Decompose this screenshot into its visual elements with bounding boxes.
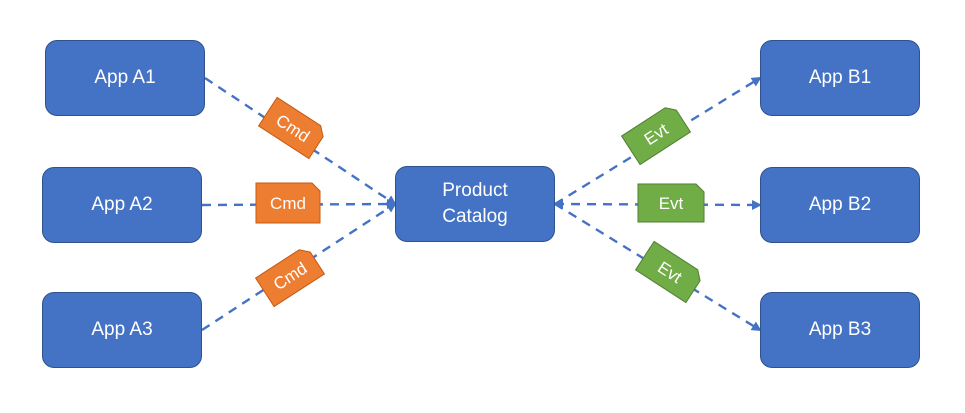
app-a1-node: App A1 bbox=[45, 40, 205, 116]
cmd-message-2: Cmd bbox=[255, 182, 321, 224]
catalog-label-line1: Product bbox=[442, 180, 508, 202]
app-b1-label: App B1 bbox=[808, 67, 872, 89]
app-b2-label: App B2 bbox=[808, 194, 872, 216]
cmd-label-2: Cmd bbox=[270, 194, 306, 213]
catalog-label-line2: Catalog bbox=[442, 206, 508, 227]
cmd-message-3: Cmd bbox=[254, 249, 326, 308]
arrowhead-catalog-right bbox=[553, 199, 563, 209]
app-a3-label: App A3 bbox=[91, 319, 153, 341]
evt-message-2: Evt bbox=[637, 183, 705, 223]
app-b3-node: App B3 bbox=[760, 292, 920, 368]
evt-message-1: Evt bbox=[620, 107, 692, 166]
app-b3-label: App B3 bbox=[808, 319, 872, 341]
product-catalog-node: Product Catalog bbox=[395, 166, 555, 242]
app-a1-label: App A1 bbox=[94, 67, 156, 89]
app-b2-node: App B2 bbox=[760, 167, 920, 243]
evt-message-3: Evt bbox=[634, 240, 701, 304]
app-b1-node: App B1 bbox=[760, 40, 920, 116]
app-a2-node: App A2 bbox=[42, 167, 202, 243]
cmd-message-1: Cmd bbox=[257, 96, 324, 160]
evt-label-2: Evt bbox=[659, 194, 684, 213]
app-a2-label: App A2 bbox=[91, 194, 153, 216]
app-a3-node: App A3 bbox=[42, 292, 202, 368]
